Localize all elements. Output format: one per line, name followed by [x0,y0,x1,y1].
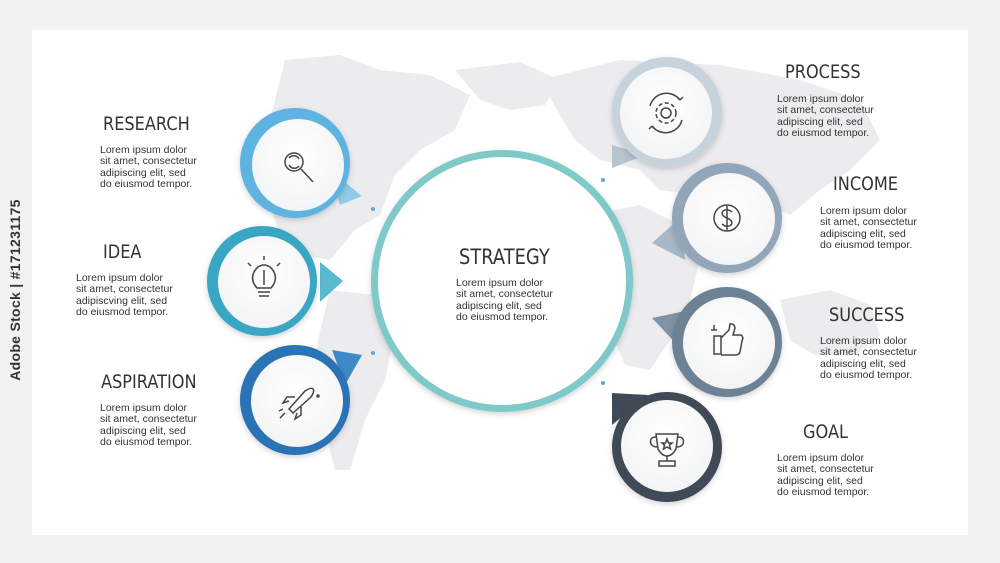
connector-dot [601,381,605,385]
income-description: Lorem ipsum dolor sit amet, consectetur … [820,205,917,251]
connector-dot [601,178,605,182]
lightbulb-icon [247,256,281,297]
research-description: Lorem ipsum dolor sit amet, consectetur … [100,144,197,190]
dollar-coin-icon [713,204,741,232]
process-badge[interactable] [612,57,722,168]
gear-cycle-icon [648,92,684,134]
idea-title: IDEA [103,241,142,263]
goal-title: GOAL [803,421,848,443]
success-description: Lorem ipsum dolor sit amet, consectetur … [820,335,917,381]
idea-badge[interactable] [207,226,343,336]
process-title: PROCESS [785,61,861,83]
goal-badge[interactable] [612,392,722,502]
income-title: INCOME [833,173,898,195]
trophy-icon [649,433,685,467]
process-description: Lorem ipsum dolor sit amet, consectetur … [777,93,874,139]
center-title: STRATEGY [459,245,550,269]
aspiration-description: Lorem ipsum dolor sit amet, consectetur … [100,402,197,448]
center-description: Lorem ipsum dolor sit amet, consectetur … [456,277,553,323]
aspiration-title: ASPIRATION [101,371,197,393]
idea-description: Lorem ipsum dolor sit amet, consectetur … [76,272,173,318]
success-badge[interactable] [652,287,782,397]
connector-dot [371,351,375,355]
success-title: SUCCESS [829,304,905,326]
research-badge[interactable] [240,108,362,218]
research-title: RESEARCH [103,113,190,135]
magnifier-refresh-icon [284,152,314,183]
connector-dot [371,207,375,211]
strategy-center-circle [371,150,633,412]
aspiration-badge[interactable] [240,345,362,455]
goal-description: Lorem ipsum dolor sit amet, consectetur … [777,452,874,498]
thumbs-up-icon [711,323,744,356]
income-badge[interactable] [652,163,782,273]
rocket-icon [278,387,320,421]
